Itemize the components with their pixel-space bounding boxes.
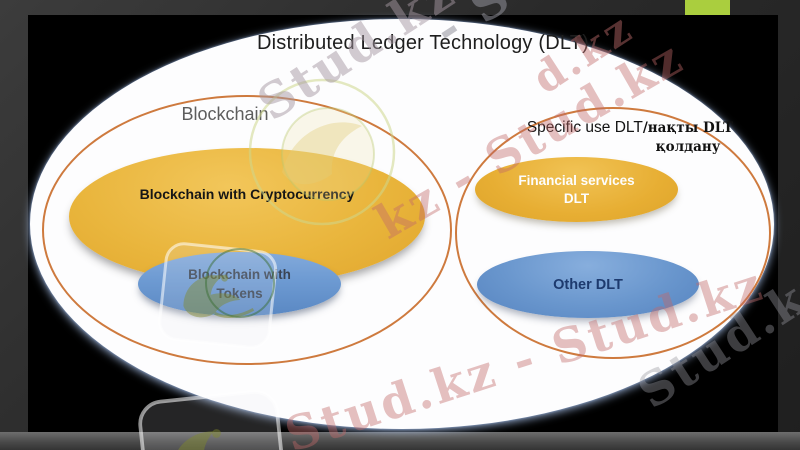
desktop-bottom-strip	[0, 432, 800, 450]
financial-services-label-line2: DLT	[563, 190, 590, 206]
specific-use-group-ellipse	[455, 107, 771, 359]
blockchain-group-label: Blockchain	[181, 104, 269, 124]
specific-use-group-label: Specific use DLT/нақты DLT қолдану	[527, 118, 733, 157]
specific-use-label-cyrillic: /нақты DLT	[642, 120, 734, 136]
slide-accent-bar	[685, 0, 730, 15]
cryptocurrency-label: Blockchain with Cryptocurrency	[139, 186, 355, 202]
specific-use-label-cyrillic-line2: қолдану	[655, 139, 721, 155]
financial-services-label-line1: Financial services	[518, 172, 635, 188]
slide: Distributed Ledger Technology (DLT) Bloc…	[28, 15, 778, 432]
tokens-label-line2: Tokens	[216, 286, 263, 301]
blockchain-group-ellipse	[42, 95, 452, 365]
tokens-ellipse: Blockchain with Tokens	[138, 252, 341, 316]
specific-use-label-latin: Specific use DLT	[526, 119, 643, 136]
slide-title: Distributed Ledger Technology (DLT)	[257, 32, 589, 54]
tokens-label-line1: Blockchain with	[188, 267, 291, 282]
other-dlt-ellipse: Other DLT	[477, 251, 699, 318]
other-dlt-label: Other DLT	[553, 276, 623, 293]
financial-services-ellipse: Financial services DLT	[475, 157, 678, 222]
